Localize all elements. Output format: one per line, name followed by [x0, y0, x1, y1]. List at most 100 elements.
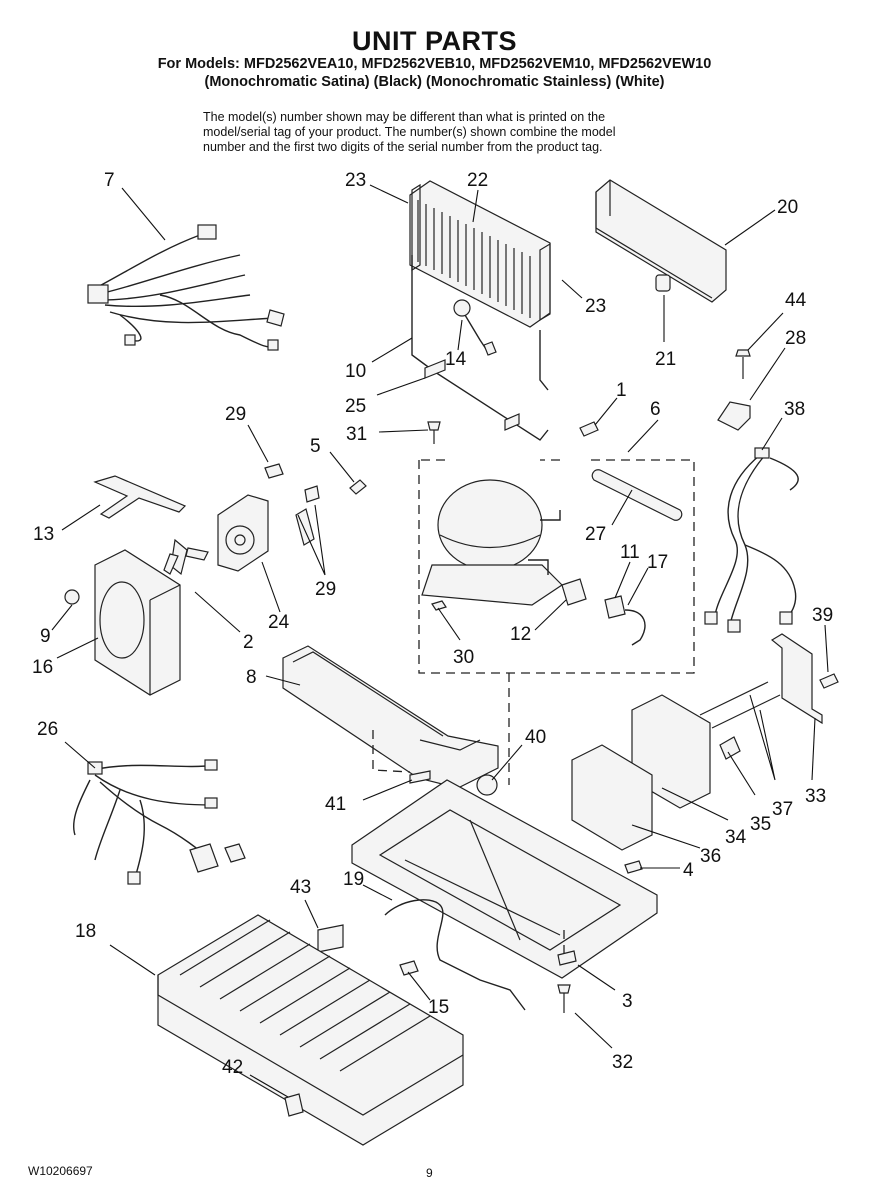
- callout-35: 35: [750, 814, 771, 835]
- callout-37: 37: [772, 799, 793, 820]
- part-44-screw: [735, 349, 751, 379]
- part-16-fan-shroud: [94, 549, 181, 696]
- callout-27: 27: [585, 524, 606, 545]
- note-line-1: The model(s) number shown may be differe…: [203, 110, 606, 124]
- part-7-wire-harness: [87, 224, 285, 351]
- callout-25: 25: [345, 396, 366, 417]
- part-22-condenser: [409, 180, 551, 328]
- compressor: [421, 479, 563, 606]
- part-36-control-box: [571, 744, 653, 851]
- callout-2: 2: [243, 632, 254, 653]
- callout-5: 5: [310, 436, 321, 457]
- callout-23-right: 23: [585, 296, 606, 317]
- models-line-2: (Monochromatic Satina) (Black) (Monochro…: [204, 74, 665, 90]
- leader-lines: [51, 184, 829, 1098]
- note-line-2: model/serial tag of your product. The nu…: [203, 125, 616, 139]
- callout-26: 26: [37, 719, 58, 740]
- part-39-screw: [819, 673, 839, 689]
- part-13-gasket: [93, 475, 187, 519]
- part-30-nut: [431, 600, 447, 611]
- part-31-screw: [427, 421, 441, 444]
- callout-39: 39: [812, 605, 833, 626]
- part-32-screw: [557, 984, 571, 1013]
- compressor-group-outline: [418, 459, 695, 674]
- part-26-wire-harness: [73, 759, 246, 885]
- part-37-bolts: [699, 681, 781, 729]
- part-33-bracket: [770, 633, 823, 725]
- callout-34: 34: [725, 827, 747, 848]
- callout-15: 15: [428, 997, 449, 1018]
- callout-12: 12: [510, 624, 531, 645]
- callout-19: 19: [343, 869, 364, 890]
- part-29-tubing: [264, 463, 320, 546]
- callout-3: 3: [622, 991, 633, 1012]
- part-5-screw: [349, 479, 367, 495]
- part-28-clip: [717, 401, 751, 431]
- alignment-line-2: [372, 730, 411, 773]
- callout-36: 36: [700, 846, 721, 867]
- base-plate: [351, 779, 658, 979]
- callout-22: 22: [467, 170, 488, 191]
- callout-21: 21: [655, 349, 676, 370]
- callout-11: 11: [620, 542, 640, 563]
- part-35-switch: [719, 736, 741, 760]
- part-2-fan-blade: [163, 538, 209, 576]
- callout-17: 17: [647, 552, 668, 573]
- callout-8: 8: [246, 667, 257, 688]
- callout-20: 20: [777, 197, 798, 218]
- callout-16: 16: [32, 657, 53, 678]
- callout-33: 33: [805, 786, 826, 807]
- note-line-3: number and the first two digits of the s…: [203, 140, 603, 154]
- model-list: For Models: MFD2562VEA10, MFD2562VEB10, …: [0, 55, 869, 91]
- callout-41: 41: [325, 794, 346, 815]
- callout-7: 7: [104, 170, 115, 191]
- part-3-clip: [557, 950, 577, 966]
- document-number: W10206697: [28, 1164, 93, 1178]
- callout-labels: 7 23 22 20 23 44 28 10 14 21 25 1 6 38 2…: [32, 170, 833, 1078]
- part-1-screw: [579, 421, 599, 437]
- part-8-drain-tray: [282, 645, 499, 789]
- callout-10: 10: [345, 361, 366, 382]
- part-17-wire: [624, 609, 646, 646]
- callout-13: 13: [33, 524, 54, 545]
- part-15-clip: [399, 960, 419, 976]
- part-27-drier: [591, 469, 683, 521]
- page-title: UNIT PARTS: [352, 26, 517, 56]
- callout-23-top: 23: [345, 170, 366, 191]
- callout-29-bottom: 29: [315, 579, 336, 600]
- part-9-grommet: [64, 589, 80, 605]
- part-21-grommet: [655, 274, 671, 292]
- part-4-screw: [624, 860, 643, 874]
- callout-4: 4: [683, 860, 694, 881]
- part-20-cover: [595, 179, 727, 303]
- callout-44: 44: [785, 290, 807, 311]
- callout-42: 42: [222, 1057, 243, 1078]
- callout-32: 32: [612, 1052, 633, 1073]
- part-11-overload: [604, 595, 626, 619]
- callout-31: 31: [346, 424, 367, 445]
- part-10-tube: [411, 255, 549, 441]
- part-18-evaporator: [157, 914, 464, 1146]
- part-12-relay: [561, 578, 587, 606]
- callout-18: 18: [75, 921, 96, 942]
- callout-38: 38: [784, 399, 805, 420]
- callout-29-top: 29: [225, 404, 246, 425]
- part-38-wire-harness: [704, 447, 799, 633]
- callout-30: 30: [453, 647, 474, 668]
- callout-24: 24: [268, 612, 290, 633]
- part-43-clip: [317, 924, 344, 953]
- part-24-fan-motor: [217, 494, 269, 572]
- callout-28: 28: [785, 328, 806, 349]
- callout-6: 6: [650, 399, 661, 420]
- models-line-1: For Models: MFD2562VEA10, MFD2562VEB10, …: [157, 56, 712, 72]
- callout-9: 9: [40, 626, 51, 647]
- page-number: 9: [426, 1166, 433, 1180]
- part-19-heater: [384, 899, 526, 1011]
- model-note: The model(s) number shown may be differe…: [203, 110, 723, 155]
- callout-14: 14: [445, 349, 467, 370]
- part-42-bracket: [284, 1093, 304, 1117]
- callout-43: 43: [290, 877, 311, 898]
- callout-1: 1: [616, 380, 627, 401]
- part-14-valve: [453, 299, 497, 356]
